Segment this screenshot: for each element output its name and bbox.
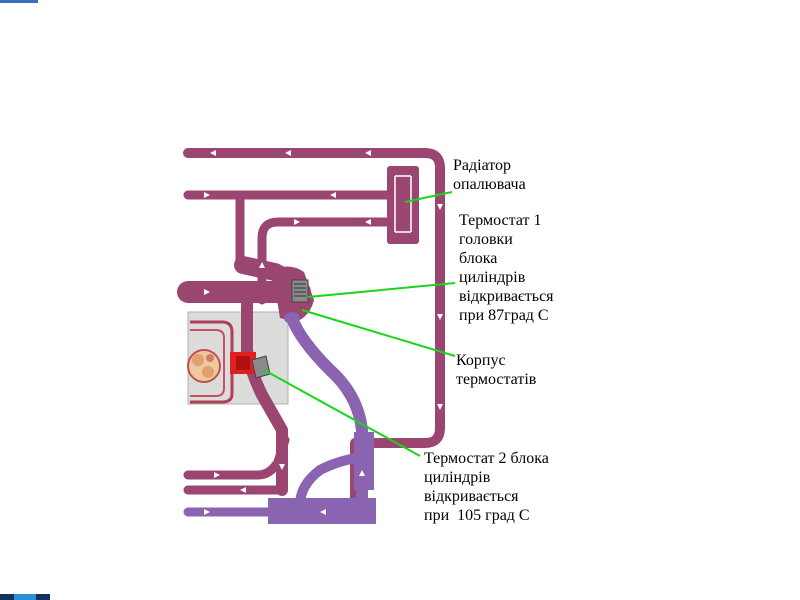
cold-coolant-pipes — [183, 312, 368, 517]
label-heater-radiator: Радіатор опалювача — [453, 157, 526, 193]
thermostat-2 — [230, 352, 271, 379]
bottom-left-logo-mark — [14, 594, 36, 600]
label-thermostat-housing: Корпус термостатів — [456, 352, 537, 388]
leader-lines — [263, 191, 456, 457]
leader-thermostat-1 — [307, 282, 456, 298]
label-thermostat-1: Термостат 1 головки блока циліндрів відк… — [459, 212, 554, 324]
flow-arrows — [204, 150, 443, 515]
leader-radiator — [404, 191, 453, 203]
thermostat-housing — [272, 266, 314, 324]
junction-block — [354, 432, 374, 490]
top-left-accent-bar — [0, 0, 38, 3]
leader-housing — [301, 309, 456, 357]
leader-thermostat-2 — [263, 369, 421, 457]
label-thermostat-2: Термостат 2 блока циліндрів відкриваєтьс… — [424, 450, 549, 524]
